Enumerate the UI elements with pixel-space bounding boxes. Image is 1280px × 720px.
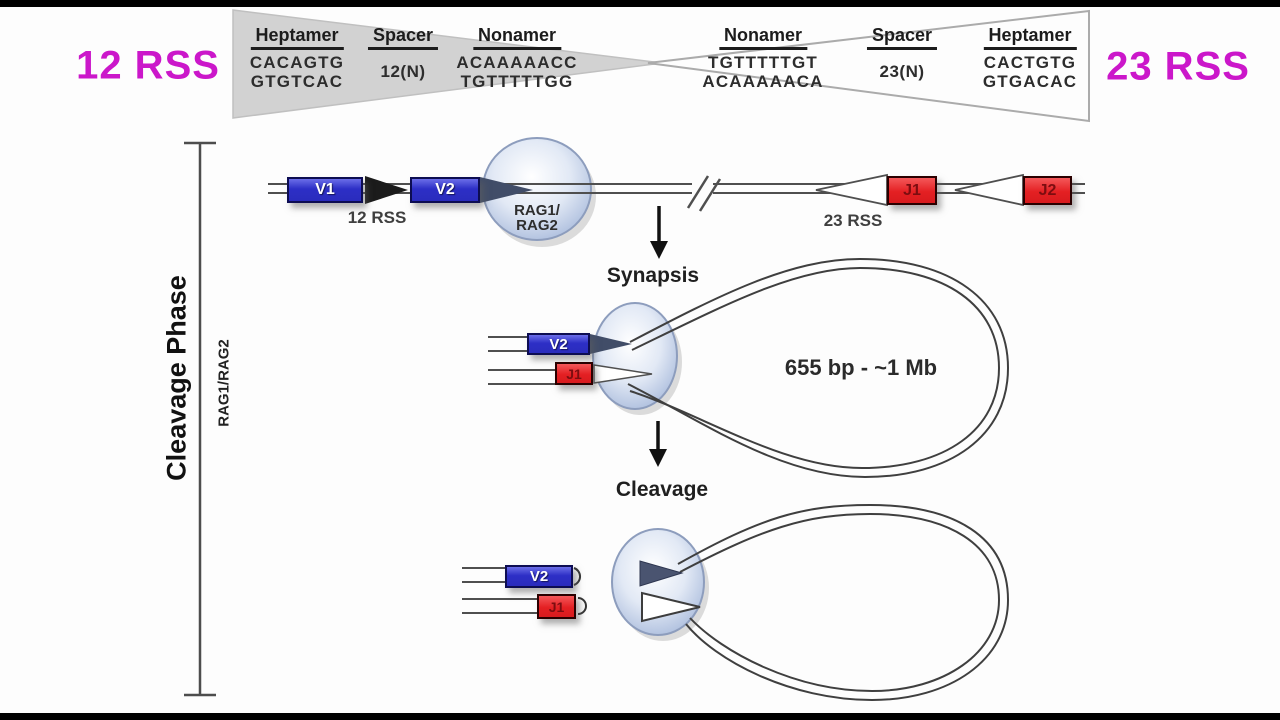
synapsis-loop-outer-strand: [627, 257, 1010, 479]
rss12-triangle-engaged: [480, 177, 533, 203]
rss12-banner-label: 12 RSS: [76, 43, 220, 88]
rag2-text: RAG2: [516, 217, 558, 234]
arrow-to-synapsis-head: [650, 241, 668, 259]
cleavage-loop-inner-strand: [679, 512, 1001, 693]
synapsis-rss12-triangle: [590, 334, 632, 354]
rss23-triangle-j1: [815, 173, 888, 207]
v2-hairpin-loop: [573, 567, 581, 586]
column-header: Spacer: [367, 25, 439, 50]
rss23-triangle-j2: [954, 173, 1024, 207]
column-header: Heptamer: [983, 25, 1077, 50]
gene-segment-j1-cleavage: J1: [537, 594, 576, 619]
gene-label: J1: [548, 598, 565, 615]
sequence-bottom-strand: GTGTCAC: [250, 72, 344, 91]
cleavage-rss12-triangle: [639, 560, 684, 587]
cleavage-loop-outer-strand: [677, 503, 1010, 702]
gene-segment-v2-cleavage: V2: [505, 565, 573, 588]
gene-segment-v2-synapsis: V2: [527, 333, 590, 355]
rss-column-spacer-right: Spacer 23(N): [866, 25, 938, 81]
spacer-length: 23(N): [879, 62, 925, 81]
gene-label: J1: [903, 181, 921, 199]
column-header: Heptamer: [250, 25, 344, 50]
synapsis-loop-inner-strand: [629, 266, 1001, 470]
rag1-text: RAG1/: [514, 202, 560, 219]
rss-column-nonamer-left: Nonamer ACAAAAACC TGTTTTTGG: [456, 25, 577, 91]
cleavage-dna-stubs: [462, 567, 537, 614]
loop-size-label: 655 bp - ~1 Mb: [784, 355, 938, 380]
sequence-bottom-strand: TGTTTTTGG: [460, 72, 574, 91]
synapsis-dna-stubs: [488, 336, 555, 385]
gene-label: V2: [549, 335, 568, 353]
j1-hairpin-loop: [577, 597, 587, 615]
rss23-line-label: 23 RSS: [823, 211, 883, 230]
gene-segment-j2: J2: [1023, 176, 1072, 205]
cleavage-title: Cleavage: [615, 478, 709, 501]
synapsis-rss23-triangle: [593, 364, 653, 384]
rag1-rag2-bracket-label: RAG1/RAG2: [215, 339, 233, 427]
gene-label: V2: [435, 181, 455, 198]
gene-segment-j1-synapsis: J1: [555, 362, 593, 385]
rss23-wedge-shape: [647, 9, 1090, 123]
gene-label: V2: [529, 568, 549, 585]
rss-column-spacer-left: Spacer 12(N): [367, 25, 439, 81]
sequence-top-strand: TGTTTTTGT: [708, 53, 818, 72]
cleavage-rss23-triangle: [641, 591, 701, 623]
gene-label: J1: [566, 365, 582, 382]
gene-segment-v2-germline: V2: [410, 177, 480, 203]
letterbox-bottom: [0, 713, 1280, 720]
sequence-top-strand: CACAGTG: [249, 53, 345, 72]
rss-column-heptamer-right: Heptamer CACTGTG GTGACAC: [983, 25, 1077, 91]
rss-column-nonamer-right: Nonamer TGTTTTTGT ACAAAAACA: [702, 25, 823, 91]
sequence-bottom-strand: ACAAAAACA: [702, 72, 824, 91]
sequence-bottom-strand: GTGACAC: [982, 72, 1078, 91]
rss-column-heptamer-left: Heptamer CACAGTG GTGTCAC: [250, 25, 344, 91]
column-header: Spacer: [866, 25, 938, 50]
gene-label: V1: [315, 181, 335, 198]
gene-segment-v1: V1: [287, 177, 363, 203]
column-header: Nonamer: [718, 25, 808, 50]
gene-label: J2: [1038, 181, 1057, 199]
spacer-length: 12(N): [380, 62, 426, 81]
rss12-triangle-black: [365, 176, 408, 204]
gene-segment-j1-germline: J1: [887, 176, 937, 205]
letterbox-top: [0, 0, 1280, 7]
column-header: Nonamer: [472, 25, 562, 50]
dna-break-slashes: [686, 175, 722, 212]
rss12-wedge-shape: [232, 9, 663, 119]
sequence-top-strand: ACAAAAACC: [456, 53, 578, 72]
cleavage-phase-label: Cleavage Phase: [161, 275, 192, 481]
arrow-to-cleavage-head: [649, 449, 667, 467]
rss12-line-label: 12 RSS: [347, 208, 407, 227]
rag-complex-label: RAG1/ RAG2: [514, 203, 560, 233]
rss23-banner-label: 23 RSS: [1106, 44, 1250, 89]
synapsis-title: Synapsis: [606, 264, 700, 287]
sequence-top-strand: CACTGTG: [983, 53, 1077, 72]
phase-bracket-line: [184, 141, 216, 697]
